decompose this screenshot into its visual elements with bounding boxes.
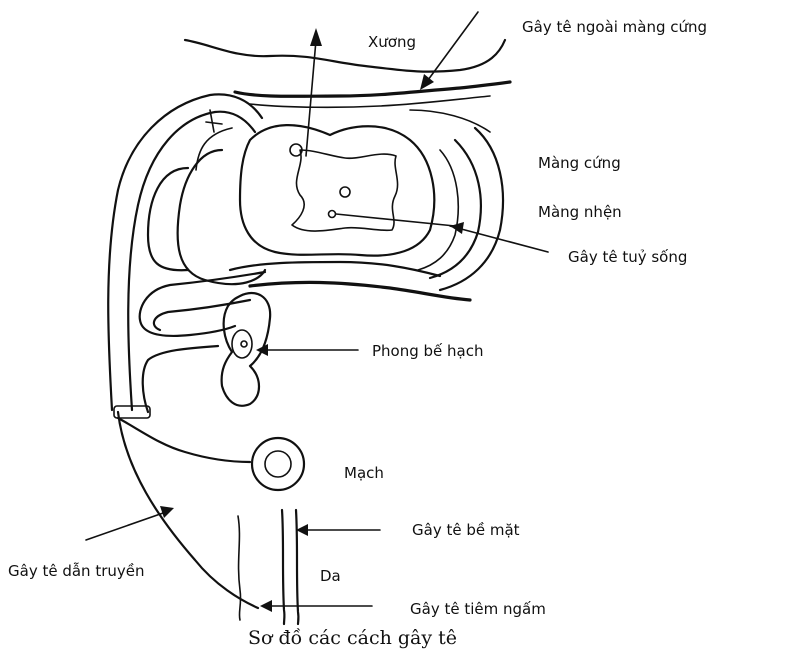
skin-line-3 [296,510,298,624]
arachnoid-right [430,140,481,278]
epidural-arrow-head [420,74,434,90]
lower-membrane-2 [250,282,470,300]
conduction-arrow-line [86,512,166,540]
label-spinal: Gây tê tuỷ sống [568,248,687,266]
label-infiltration: Gây tê tiêm ngấm [410,600,546,618]
peripheral-nerve-branch [118,418,250,462]
ganglion-arrow-head [256,344,268,356]
spinal-injection-point [329,211,336,218]
bone-inner-line [235,82,510,96]
ganglion-dot [241,341,247,347]
central-canal [340,187,350,197]
skin-line-1 [238,516,241,620]
label-arachnoid: Màng nhện [538,203,622,221]
skin-line-2 [282,510,284,624]
conduction-arrow-head [160,506,174,518]
label-skin: Da [320,567,341,585]
label-vessel: Mạch [344,464,384,482]
arachnoid-left-box [148,168,188,270]
ganglion-inner [232,330,252,358]
arachnoid-right-2 [418,150,458,270]
spinal-needle-line [336,214,455,226]
dura-right [440,128,503,290]
nerve-loop-3 [143,346,218,412]
label-bone: Xương [368,33,416,51]
spinal-cord [240,125,434,256]
bone-outline [185,40,505,72]
arachnoid-left-loop [178,150,265,284]
label-conduction: Gây tê dẫn truyền [8,562,145,580]
vessel-outer [252,438,304,490]
label-ganglion-block: Phong bế hạch [372,342,484,360]
dura-right-top [410,110,490,132]
label-surface: Gây tê bề mặt [412,521,520,539]
vessel-inner [265,451,291,477]
diagram-caption: Sơ đồ các cách gây tê [248,627,457,649]
upward-arrow-head [310,28,322,46]
arachnoid-left-inner [196,128,232,170]
dura-outer-2 [128,112,255,410]
label-dura: Màng cứng [538,154,621,172]
label-epidural: Gây tê ngoài màng cứng [522,18,707,36]
infiltration-arrow-head [260,600,272,612]
